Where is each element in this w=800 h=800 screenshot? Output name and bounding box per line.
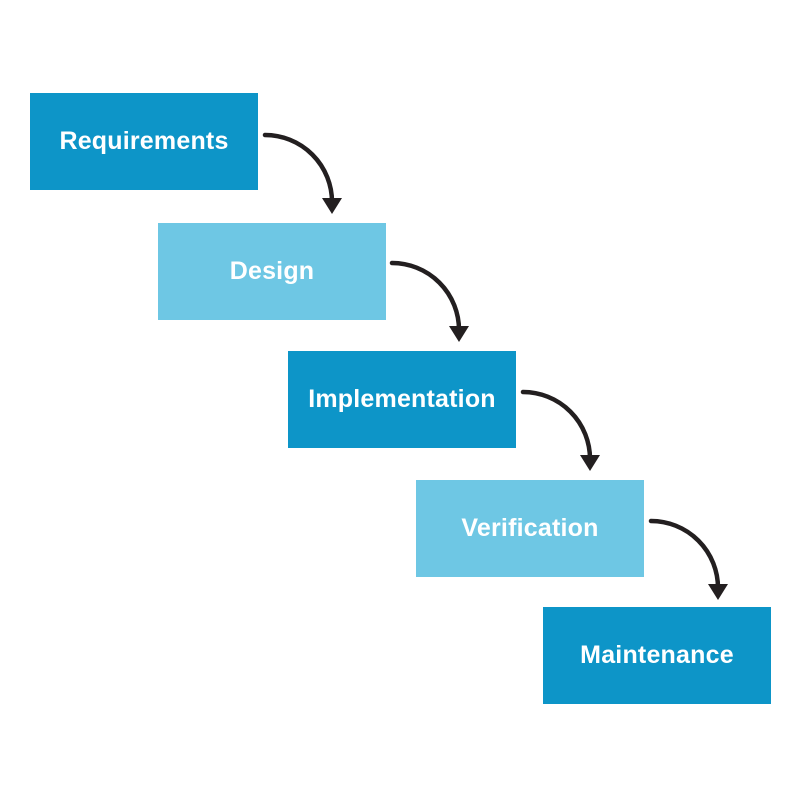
step-verification: Verification	[416, 480, 644, 577]
step-label: Requirements	[59, 127, 229, 155]
curved-arrow-icon-implementation-to-verification	[520, 389, 600, 471]
step-requirements: Requirements	[30, 93, 258, 190]
curved-arrow-icon-verification-to-maintenance	[648, 518, 728, 600]
step-maintenance: Maintenance	[543, 607, 771, 704]
step-design: Design	[158, 223, 386, 320]
step-label: Implementation	[308, 385, 496, 413]
step-implementation: Implementation	[288, 351, 516, 448]
step-label: Design	[229, 257, 315, 285]
curved-arrow-icon-design-to-implementation	[389, 260, 469, 342]
step-label: Maintenance	[580, 641, 734, 669]
step-label: Verification	[461, 514, 599, 542]
curved-arrow-icon-requirements-to-design	[262, 132, 342, 214]
